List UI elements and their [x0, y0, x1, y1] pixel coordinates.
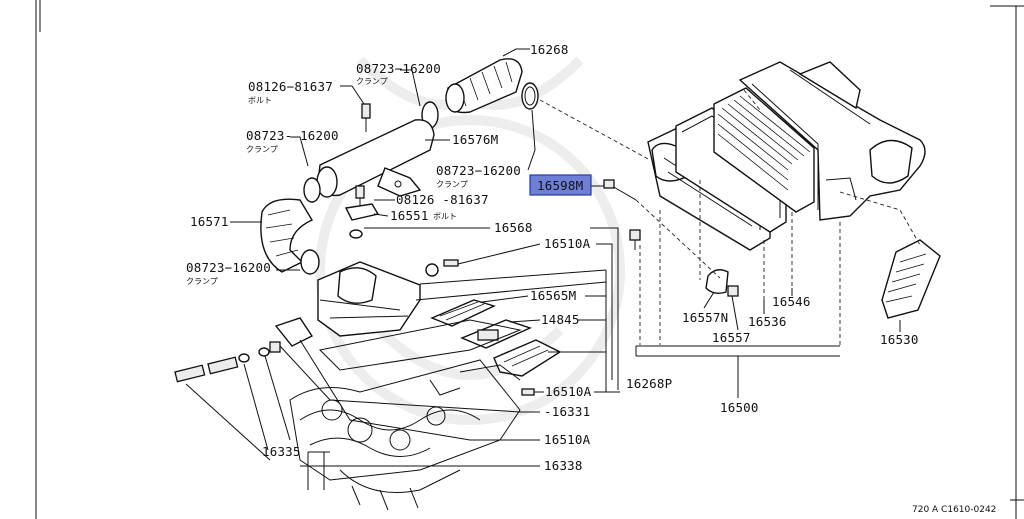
label-16598M-highlight[interactable]: 16598M [529, 174, 592, 196]
label-16536[interactable]: 16536 [748, 314, 787, 329]
clamp-upper-right[interactable] [521, 82, 539, 110]
label-08126-mid[interactable]: 08126 -81637 [396, 192, 489, 207]
highlight-box [529, 174, 592, 196]
air-cleaner-case[interactable] [738, 61, 926, 221]
label-16510A-lower[interactable]: 16510A [544, 432, 591, 447]
label-16571[interactable]: 16571 [190, 214, 229, 229]
bolt-lower-case[interactable] [629, 229, 641, 250]
label-08126-top-sub: ボルト [248, 96, 272, 105]
air-intake-connector-16268P[interactable] [317, 261, 421, 337]
label-16335[interactable]: 16335 [262, 444, 301, 459]
intake-hose-16268[interactable] [445, 58, 523, 114]
label-16510A-middle[interactable]: 16510A [545, 384, 592, 399]
label-16268P[interactable]: 16268P [626, 376, 672, 391]
label-08126-mid-sub: ボルト [433, 212, 457, 221]
label-16557[interactable]: 16557 [712, 330, 751, 345]
clamp-lower-left[interactable] [300, 249, 320, 275]
label-16598M[interactable]: 16598M [537, 178, 583, 193]
part-labels: 16268 08723−16200 クランプ 08126−81637 ボルト 0… [186, 42, 996, 515]
label-08126-top[interactable]: 08126−81637 [248, 79, 333, 94]
engine-block [289, 319, 522, 511]
label-08723-lower-sub: クランプ [186, 277, 218, 286]
assembly-dashed-lines [539, 89, 921, 345]
pcv-valve[interactable] [269, 317, 314, 353]
bolt-08126-top[interactable] [361, 103, 371, 132]
clip-16335[interactable] [238, 347, 270, 363]
label-16546[interactable]: 16546 [772, 294, 811, 309]
leader-lines [185, 48, 901, 490]
label-08723-center-sub: クランプ [436, 180, 468, 189]
label-16576M[interactable]: 16576M [452, 132, 498, 147]
label-16338[interactable]: 16338 [544, 458, 583, 473]
bolt-16598M[interactable] [603, 179, 637, 201]
frame-border [35, 0, 1024, 519]
label-16268[interactable]: 16268 [530, 42, 569, 57]
label-08723-left-sub: クランプ [246, 145, 278, 154]
label-16565M[interactable]: 16565M [530, 288, 576, 303]
figure-code: 720 A C1610-0242 [912, 505, 996, 515]
bracket-lower-plate[interactable] [493, 339, 562, 377]
label-16557N[interactable]: 16557N [682, 310, 728, 325]
bracket-16551[interactable] [344, 203, 380, 221]
clamp-mid-left[interactable] [303, 177, 321, 203]
bracket-16557N[interactable] [705, 269, 739, 297]
bracket-16565M[interactable] [430, 299, 496, 327]
hose-16530[interactable] [881, 239, 941, 319]
label-16500[interactable]: 16500 [720, 400, 759, 415]
label-08723-upper-sub: クランプ [356, 77, 388, 86]
label-08723-left[interactable]: 08723- 16200 [246, 128, 339, 143]
grommet-16510A-upper[interactable] [425, 259, 459, 277]
label-08723-center[interactable]: 08723−16200 [436, 163, 521, 178]
label-08723-lower[interactable]: 08723−16200 [186, 260, 271, 275]
label-16530[interactable]: 16530 [880, 332, 919, 347]
label-16551[interactable]: 16551 [390, 208, 429, 223]
plate-14845[interactable] [460, 319, 532, 349]
bolt-16510A-lower[interactable] [521, 388, 535, 396]
label-16331[interactable]: -16331 [544, 404, 590, 419]
label-08723-upper[interactable]: 08723−16200 [356, 61, 441, 76]
grommet-16568[interactable] [349, 229, 363, 239]
air-filter-element-16546[interactable] [713, 87, 815, 213]
label-14845[interactable]: 14845 [541, 312, 580, 327]
label-16510A-upper[interactable]: 16510A [544, 236, 591, 251]
air-duct-16576M[interactable] [316, 119, 435, 198]
hose-16335-a[interactable] [174, 356, 239, 383]
intake-hose-16571[interactable] [260, 198, 314, 273]
label-16568[interactable]: 16568 [494, 220, 533, 235]
